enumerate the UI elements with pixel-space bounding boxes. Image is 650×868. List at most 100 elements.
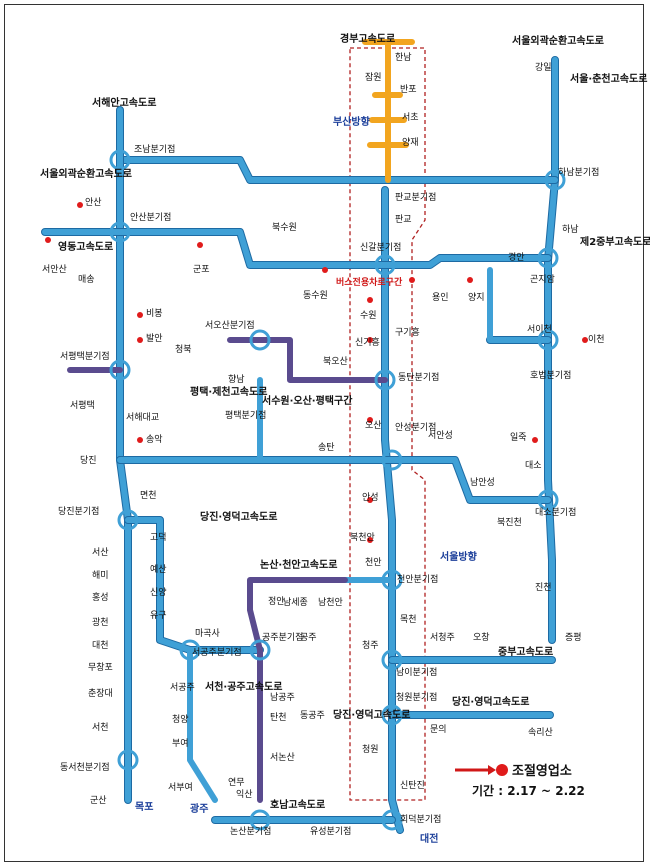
svg-text:남이분기점: 남이분기점 [396, 666, 437, 678]
svg-text:발안: 발안 [146, 333, 163, 344]
svg-text:유구: 유구 [150, 610, 167, 621]
svg-text:잠원: 잠원 [365, 72, 382, 83]
label-seocheon-gongju: 서천·공주고속도로 [205, 680, 282, 693]
svg-text:회덕분기점: 회덕분기점 [400, 813, 441, 825]
svg-text:향남: 향남 [228, 373, 245, 385]
tollgate-markers [45, 202, 588, 543]
svg-text:경안: 경안 [508, 251, 525, 263]
svg-text:오산: 오산 [365, 420, 382, 431]
svg-text:조남분기점: 조남분기점 [134, 143, 175, 155]
label-nonsan-cheonan: 논산·천안고속도로 [260, 558, 337, 571]
svg-text:천안: 천안 [365, 557, 382, 568]
svg-text:무창포: 무창포 [88, 662, 113, 673]
svg-text:양재: 양재 [402, 137, 419, 148]
svg-text:이천: 이천 [588, 334, 605, 345]
svg-text:진천: 진천 [535, 582, 552, 593]
svg-text:구기흥: 구기흥 [395, 326, 420, 338]
svg-text:당진: 당진 [80, 455, 97, 466]
svg-text:익산: 익산 [236, 788, 253, 800]
svg-text:고덕: 고덕 [150, 532, 167, 543]
svg-text:대소: 대소 [525, 460, 542, 471]
svg-text:청원분기점: 청원분기점 [396, 691, 437, 703]
svg-text:남공주: 남공주 [270, 692, 295, 703]
svg-text:공주분기점: 공주분기점 [262, 631, 303, 643]
label-bus-lane: 버스전용차로구간 [336, 276, 403, 288]
svg-text:하남: 하남 [562, 224, 579, 235]
seohaean-road [117, 107, 131, 803]
seosuwon-osan-road [227, 337, 388, 383]
svg-text:곤지암: 곤지암 [530, 273, 555, 285]
label-yeongdong: 영동고속도로 [58, 240, 113, 253]
svg-text:서공주: 서공주 [170, 682, 195, 693]
svg-text:수원: 수원 [360, 310, 377, 321]
svg-text:서평택분기점: 서평택분기점 [60, 350, 110, 362]
svg-text:서평택: 서평택 [70, 400, 95, 411]
svg-text:서해대교: 서해대교 [126, 412, 159, 423]
yeongdong-road [42, 229, 551, 268]
svg-text:판교: 판교 [395, 214, 412, 225]
svg-text:마곡사: 마곡사 [195, 628, 221, 639]
nonsan-cheonan-road [247, 577, 348, 803]
svg-text:안성: 안성 [362, 492, 379, 503]
svg-text:안성분기점: 안성분기점 [395, 421, 436, 433]
legend: 조절영업소 기간 : 2.17 ~ 2.22 [455, 764, 585, 798]
svg-text:신갈분기점: 신갈분기점 [360, 241, 401, 253]
svg-text:문의: 문의 [430, 724, 447, 735]
dir-mokpo: 목포 [135, 801, 153, 813]
svg-text:유성분기점: 유성분기점 [310, 825, 351, 837]
svg-text:송탄: 송탄 [318, 442, 335, 453]
svg-text:홍성: 홍성 [92, 591, 109, 603]
label-seoul-outer-ne: 서울외곽순환고속도로 [512, 34, 604, 47]
svg-text:반포: 반포 [400, 84, 417, 95]
svg-text:서청주: 서청주 [430, 632, 455, 643]
svg-text:동탄분기점: 동탄분기점 [398, 371, 439, 383]
svg-text:해미: 해미 [92, 570, 109, 581]
outer-ring-top [117, 157, 558, 183]
svg-text:논산분기점: 논산분기점 [230, 825, 271, 837]
label-seoul-chuncheon: 서울·춘천고속도로 [570, 72, 647, 85]
svg-text:정안: 정안 [268, 596, 285, 607]
svg-text:동서천분기점: 동서천분기점 [60, 761, 110, 773]
label-honam: 호남고속도로 [270, 798, 325, 811]
label-seowon-osan: 서수원·오산·평택구간 [262, 394, 353, 407]
svg-text:공주: 공주 [300, 632, 317, 643]
svg-text:오창: 오창 [473, 632, 490, 643]
svg-text:증평: 증평 [565, 632, 582, 643]
label-seohaean: 서해안고속도로 [92, 96, 156, 109]
svg-text:안산분기점: 안산분기점 [130, 211, 171, 223]
svg-text:목천: 목천 [400, 614, 417, 625]
label-jungbu2: 제2중부고속도로 [580, 235, 650, 248]
svg-text:한남: 한남 [395, 52, 412, 63]
svg-text:부여: 부여 [172, 737, 189, 749]
svg-text:천안분기점: 천안분기점 [397, 573, 438, 585]
svg-text:청양: 청양 [172, 714, 189, 725]
svg-text:면천: 면천 [140, 490, 157, 501]
svg-text:청북: 청북 [175, 344, 192, 355]
jungbu-road [545, 57, 558, 643]
svg-text:서공주분기점: 서공주분기점 [192, 646, 242, 658]
svg-text:당진분기점: 당진분기점 [58, 505, 99, 517]
dangjin-yeongdeok-road [125, 517, 263, 653]
svg-text:연무: 연무 [228, 777, 245, 788]
svg-text:동공주: 동공주 [300, 710, 325, 721]
svg-text:북천안: 북천안 [350, 532, 375, 543]
svg-text:춘장대: 춘장대 [88, 688, 113, 699]
label-dangjin-yeongdeok-e: 당진·영덕고속도로 [452, 695, 529, 708]
svg-text:광천: 광천 [92, 616, 109, 628]
label-pyeongtaek-jecheon: 평택·제천고속도로 [190, 385, 267, 398]
svg-text:강일: 강일 [535, 62, 552, 73]
dir-daejeon: 대전 [420, 832, 438, 845]
svg-text:서안산: 서안산 [42, 264, 67, 275]
svg-text:북오산: 북오산 [323, 356, 348, 367]
svg-text:남세종: 남세종 [283, 597, 308, 608]
legend-title: 조절영업소 [512, 764, 572, 779]
svg-text:예산: 예산 [150, 564, 167, 575]
svg-text:신양: 신양 [150, 587, 167, 598]
svg-text:평택분기점: 평택분기점 [225, 409, 266, 421]
label-jungbu: 중부고속도로 [498, 646, 553, 658]
label-dangjin-yeongdeok-w: 당진·영덕고속도로 [200, 510, 277, 523]
svg-text:비봉: 비봉 [146, 308, 163, 319]
label-gyeongbu: 경부고속도로 [340, 32, 395, 45]
svg-text:대천: 대천 [92, 640, 109, 651]
